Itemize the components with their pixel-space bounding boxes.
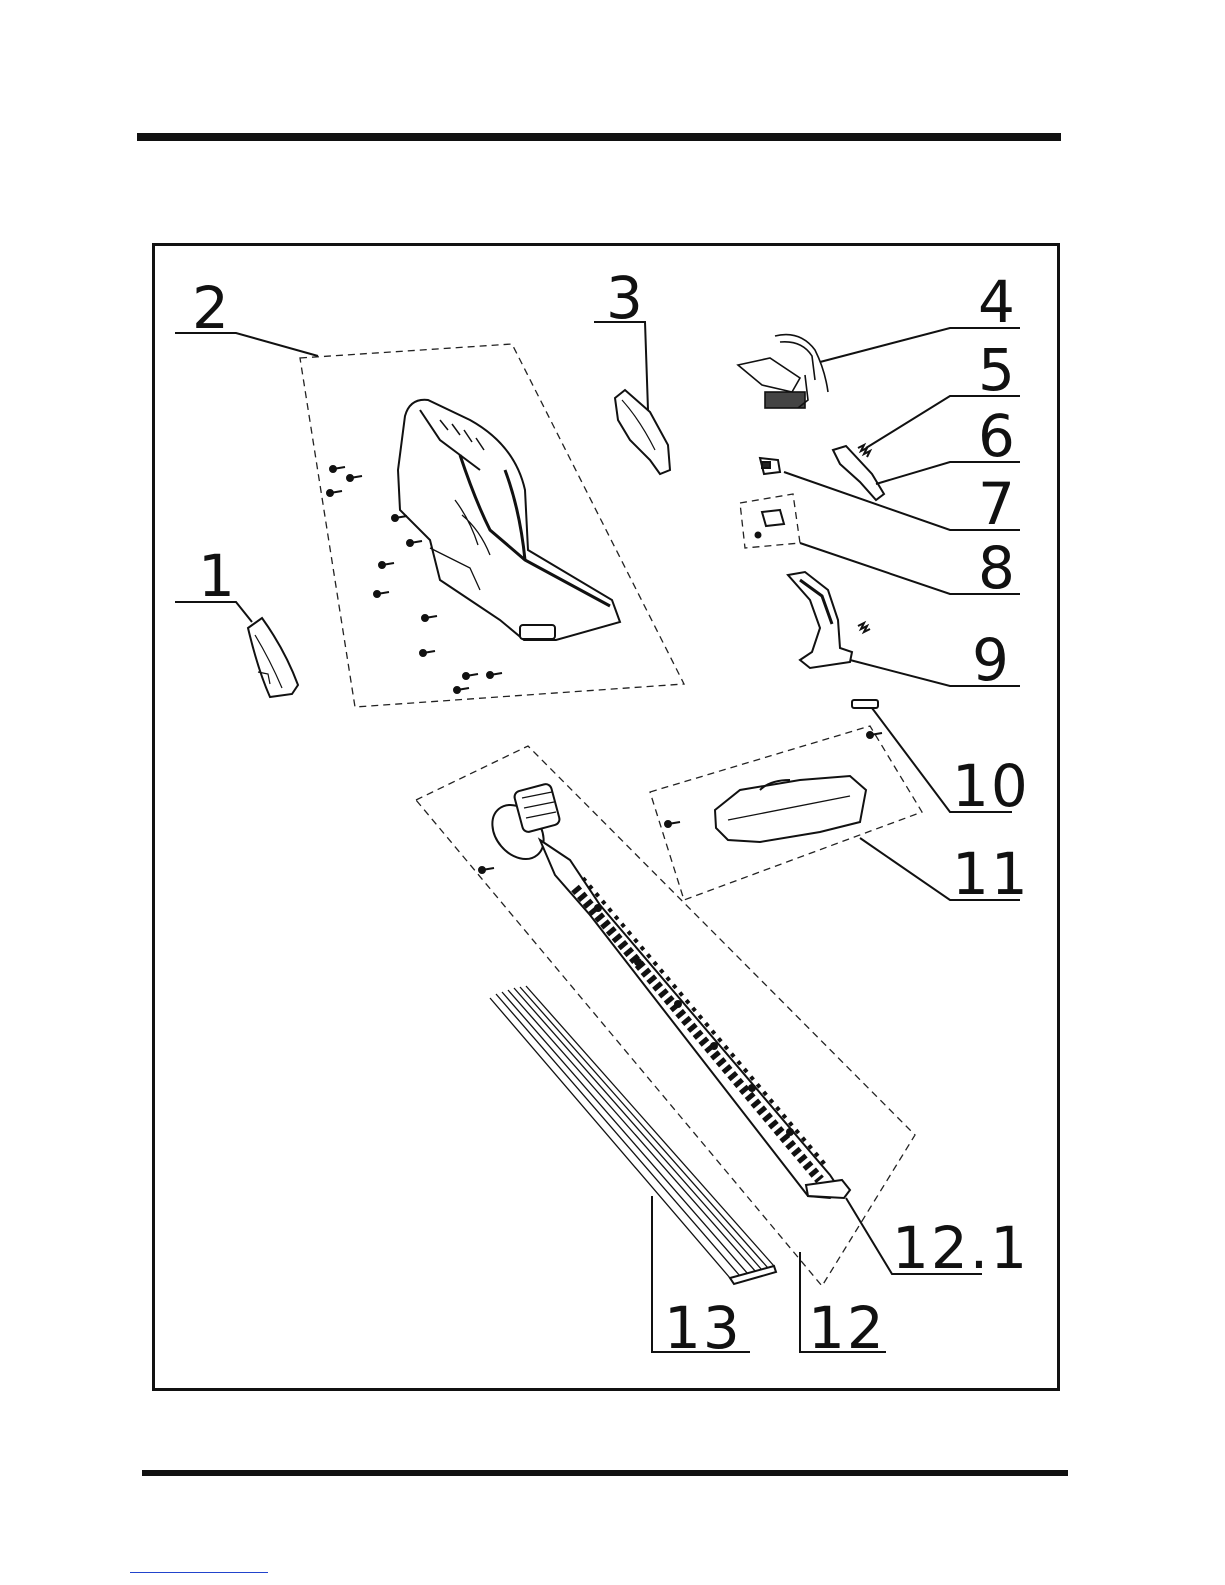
callout-12: 12 bbox=[808, 1294, 886, 1362]
callout-11: 11 bbox=[952, 840, 1030, 908]
part-13-blade-guard bbox=[490, 986, 776, 1284]
part-11-gear-cover bbox=[665, 732, 882, 842]
callout-4: 4 bbox=[978, 268, 1017, 336]
part-10-pin bbox=[852, 700, 878, 708]
callout-12-1: 12.1 bbox=[892, 1214, 1029, 1282]
callout-3: 3 bbox=[606, 264, 645, 332]
part-8-switch-cover bbox=[756, 510, 785, 538]
callout-6: 6 bbox=[978, 402, 1017, 470]
part-2-main-housing bbox=[398, 400, 620, 640]
callout-1: 1 bbox=[198, 542, 237, 610]
part-1-end-cap bbox=[248, 618, 298, 697]
callout-2: 2 bbox=[192, 274, 231, 342]
part-9-trigger bbox=[788, 572, 870, 668]
callout-13: 13 bbox=[664, 1294, 742, 1362]
part-3-top-cover bbox=[615, 390, 670, 474]
callout-8: 8 bbox=[978, 534, 1017, 602]
callout-9: 9 bbox=[972, 626, 1011, 694]
callout-5: 5 bbox=[978, 336, 1017, 404]
part-4-switch-wires bbox=[738, 335, 828, 408]
callout-7: 7 bbox=[978, 470, 1017, 538]
part-7-micro-switch bbox=[760, 458, 780, 474]
footer-link-underline bbox=[130, 1572, 268, 1573]
part-12-blade-assembly bbox=[479, 783, 840, 1198]
callout-10: 10 bbox=[952, 752, 1030, 820]
